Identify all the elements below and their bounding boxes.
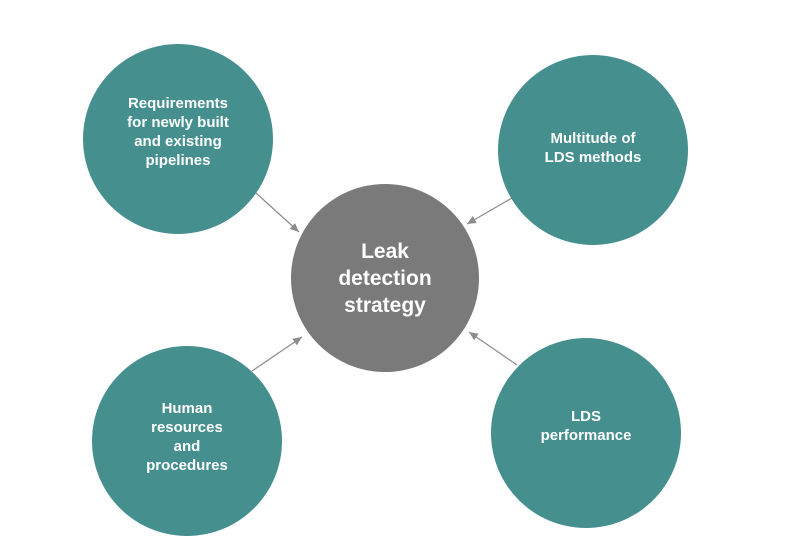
node-lds-performance: LDS performance <box>491 338 681 528</box>
node-requirements: Requirements for newly built and existin… <box>83 44 273 234</box>
arrow-human-resources-to-center <box>251 336 303 372</box>
node-center-leak-detection-strategy: Leak detection strategy <box>291 184 479 372</box>
arrow-requirements-to-center <box>255 192 300 233</box>
arrow-lds-performance-to-center <box>468 331 518 366</box>
node-requirements-label: Requirements for newly built and existin… <box>127 95 229 169</box>
center-label: Leak detection strategy <box>338 239 432 317</box>
node-lds-performance-label: LDS performance <box>540 408 632 444</box>
arrow-lds-methods-to-center <box>466 197 513 225</box>
node-lds-methods: Multitude of LDS methods <box>498 55 688 245</box>
node-human-resources-label: Human resources and procedures <box>146 400 228 474</box>
node-human-resources: Human resources and procedures <box>92 346 282 536</box>
node-lds-methods-label: Multitude of LDS methods <box>544 130 642 166</box>
